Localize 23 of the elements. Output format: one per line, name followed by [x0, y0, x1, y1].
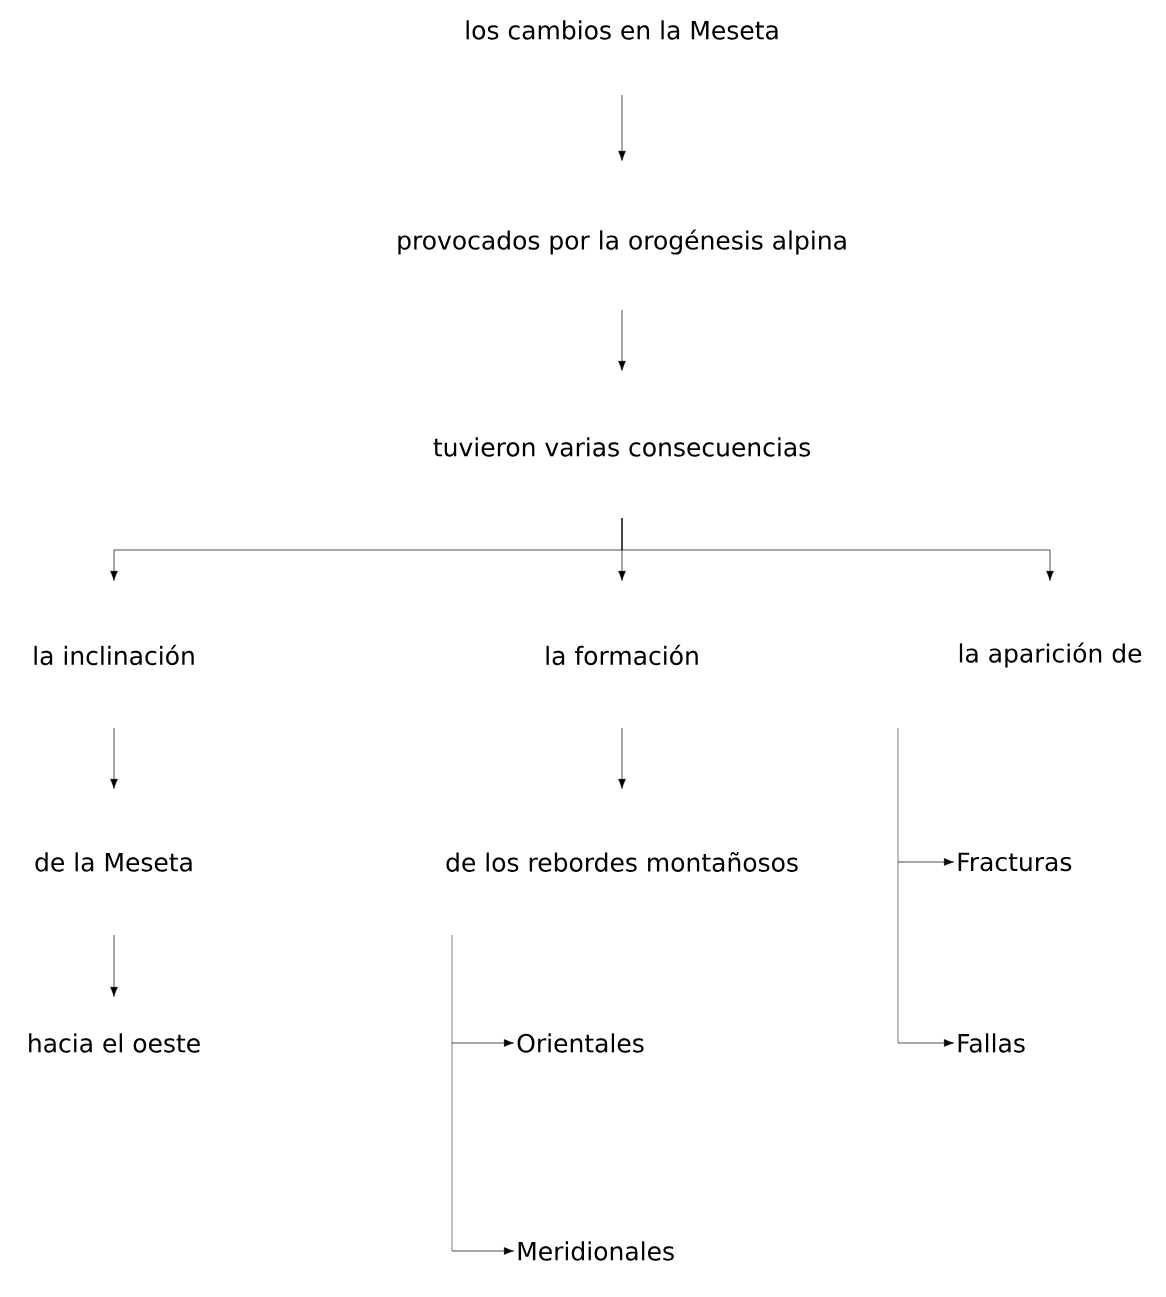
arrow [618, 309, 626, 371]
concept-text: de la Meseta [35, 852, 192, 872]
concept-text: Meridionales [518, 1241, 674, 1261]
concept-text: hacia el oeste [29, 1033, 200, 1053]
concept-text: los cambios en la Meseta [466, 20, 778, 40]
arrow [621, 517, 1054, 581]
arrow [618, 94, 626, 161]
arrow [110, 727, 118, 789]
concept-text: Fallas [958, 1033, 1025, 1053]
concept-text: Orientales [517, 1033, 644, 1053]
arrow [110, 934, 118, 997]
concept-text: la formación [546, 644, 698, 666]
arrow [618, 727, 626, 789]
arrow [451, 1247, 514, 1255]
arrow [897, 858, 954, 866]
concept-text: la aparición de [959, 642, 1142, 668]
concept-text: de los rebordes montañosos [446, 852, 798, 872]
arrow [897, 1039, 954, 1047]
concept-text: tuvieron varias consecuencias [433, 437, 810, 457]
arrow [451, 1039, 514, 1047]
concept-text: provocados por la orogénesis alpina [398, 229, 846, 255]
concept-text: Fracturas [958, 852, 1072, 872]
concept-text: la inclinación [34, 644, 194, 666]
